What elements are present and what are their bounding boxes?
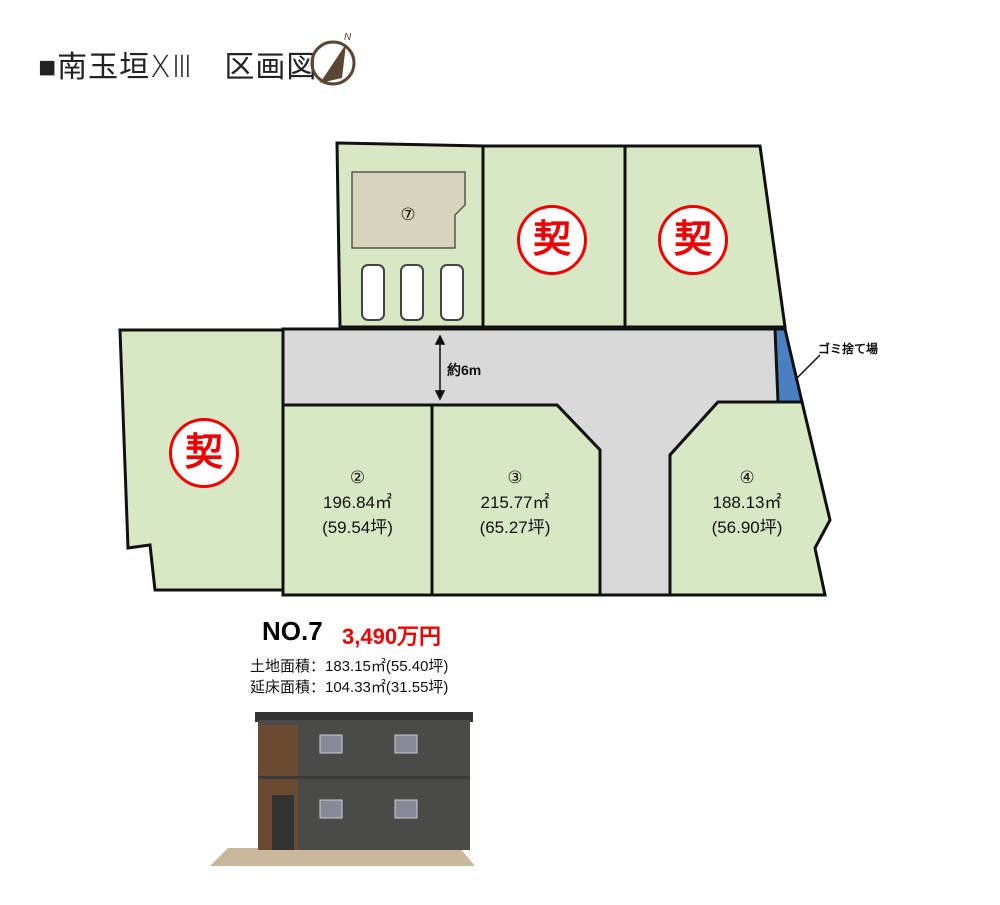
- contracted-badge: 契: [517, 205, 587, 275]
- lot-area: 215.77㎡: [480, 493, 550, 512]
- lot-number: ②: [349, 468, 366, 487]
- road-width-arrow: [434, 334, 446, 401]
- lot-tsubo: (65.27坪): [479, 518, 551, 537]
- page-title: ■南玉垣ⅩⅢ 区画図: [38, 50, 318, 85]
- contracted-badge: 契: [658, 205, 728, 275]
- lot-tsubo: (56.90坪): [711, 518, 783, 537]
- house-footprint: [351, 171, 466, 249]
- compass-icon: N: [310, 32, 356, 86]
- lot-area: 188.13㎡: [712, 493, 782, 512]
- lot-tsubo: (59.54坪): [322, 518, 393, 537]
- listing-price: 3,490万円: [342, 624, 442, 649]
- garbage-leader-line: [794, 354, 821, 381]
- lot-area: 196.84㎡: [323, 493, 392, 512]
- lot-4: [668, 400, 832, 597]
- compass-north-label: N: [344, 32, 352, 43]
- road-width-label: 約6m: [447, 362, 482, 378]
- lot-3-label: ③ 215.77㎡ (65.27坪): [440, 465, 590, 540]
- lot-3: [430, 403, 602, 597]
- lot-number: ③: [507, 468, 523, 487]
- lot-4-label: ④ 188.13㎡ (56.90坪): [672, 465, 822, 540]
- listing-number: NO.7: [262, 616, 323, 646]
- contracted-badge: 契: [169, 418, 239, 488]
- lot-2-label: ② 196.84㎡ (59.54坪): [283, 465, 432, 540]
- lot-7-number: ⑦: [400, 205, 416, 224]
- parking-cars: [361, 264, 464, 321]
- land-area: 土地面積：183.15㎡(55.40坪): [250, 658, 449, 675]
- lot-number: ④: [739, 468, 755, 487]
- floor-area: 延床面積：104.33㎡(31.55坪): [250, 679, 449, 696]
- garbage-label: ゴミ捨て場: [818, 342, 879, 356]
- garbage-area: [773, 327, 804, 404]
